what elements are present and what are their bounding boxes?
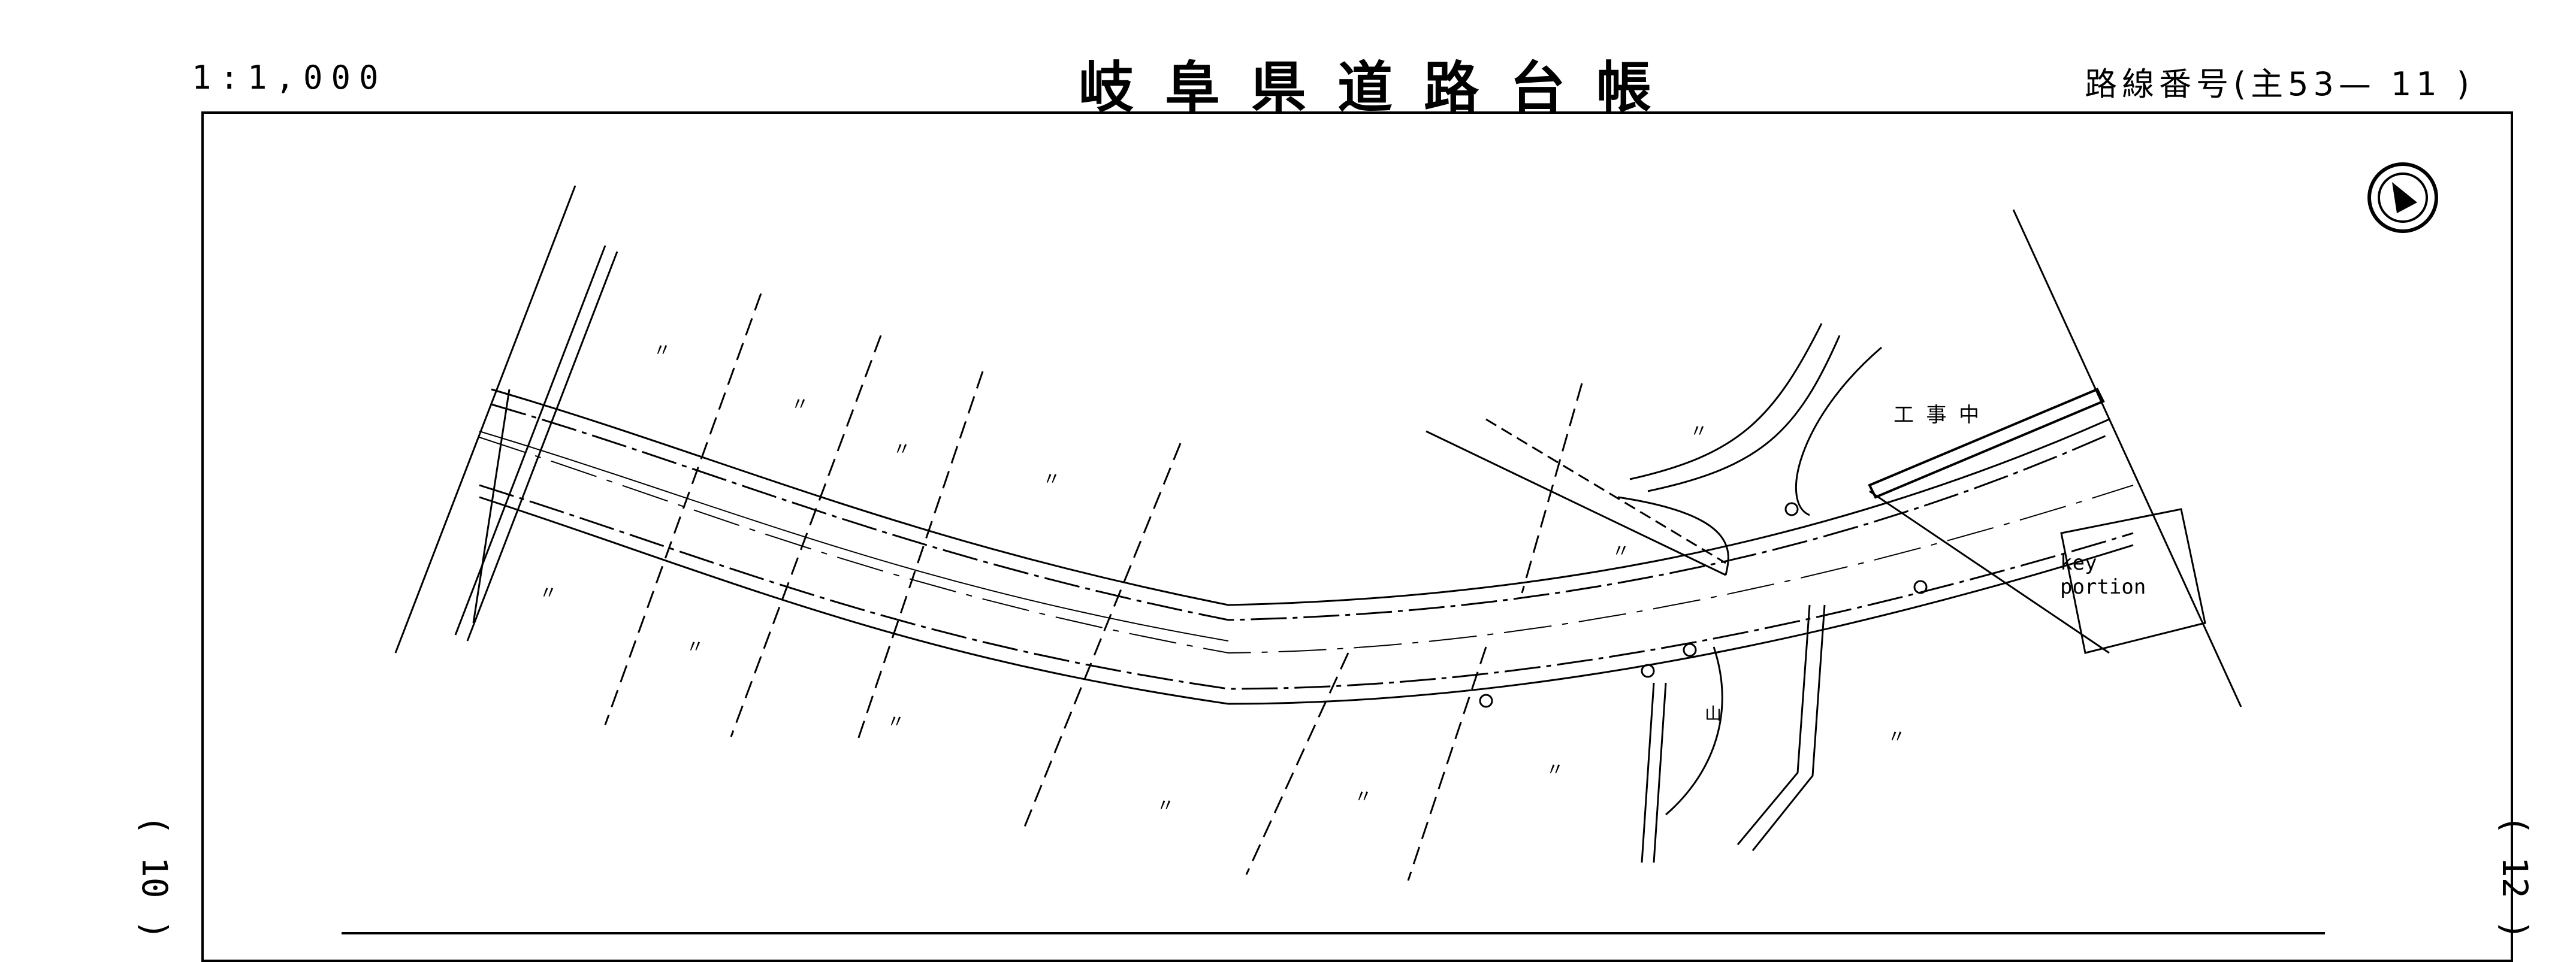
land-mark: 〃 [1690,421,1708,442]
land-mark: 〃 [1354,786,1372,807]
road-map [342,162,2438,934]
side-road-curve [1795,346,1882,516]
side-road [1426,430,1726,576]
side-road-building [1647,335,1841,492]
land-mark: 〃 [1888,727,1905,748]
land-mark: 〃 [1546,760,1564,781]
side-road-curve [1617,496,1729,576]
construction-zone [1868,388,2105,499]
property-line [1521,383,1583,594]
utility-pole-icon [1479,694,1493,708]
key-portion-box [2060,508,2206,654]
page-title: 岐阜県道路台帳 [1079,56,1683,120]
property-line [1023,443,1182,827]
land-mark: 〃 [893,439,911,460]
land-mark: 〃 [1156,795,1174,816]
left-road-edge-1 [454,245,606,636]
land-mark: 〃 [791,394,809,415]
utility-pole-icon [1913,580,1928,594]
property-line [1407,646,1487,881]
property-line [856,371,984,743]
road-south-edge [479,496,2134,705]
mountain-mark: 山 [1705,704,1722,724]
south-branch [1737,604,1811,845]
road-north-edge [491,388,2110,606]
side-road [1485,418,1726,564]
utility-pole-icon [1784,502,1799,516]
key-portion-label: key portion [2060,551,2168,599]
left-road-edge-3 [472,389,511,624]
property-line [604,293,762,725]
property-line [730,335,882,737]
land-mark: 〃 [653,340,671,361]
left-boundary-line [394,185,576,654]
map-scale: 1:1,000 [192,59,387,96]
south-branch [1751,604,1826,851]
road-centerline [479,437,2134,654]
construction-label: 工 事 中 [1894,403,1979,427]
right-boundary-line [1869,490,2110,654]
road-south-curb [479,484,2134,690]
land-mark: 〃 [1612,541,1630,562]
key-portion-line1: key [2060,551,2097,575]
south-branch-left [1641,682,1655,863]
key-portion-line2: portion [2060,575,2146,599]
side-road-building [1629,323,1823,480]
road-south-outer [479,431,1229,642]
right-boundary-line [2012,209,2242,707]
land-mark: 〃 [887,712,905,733]
land-mark: 〃 [686,637,704,658]
north-arrow-icon [2367,162,2438,233]
land-mark: 〃 [539,583,557,604]
land-mark: 〃 [1043,469,1061,490]
south-branch-left [1653,682,1667,863]
road-north-curb [491,403,2110,621]
utility-pole-icon [1683,643,1697,657]
left-road-edge-2 [466,251,618,642]
route-number: 路線番号(主53— 11 ) [2085,65,2474,103]
property-line [1245,652,1349,875]
hill-contour [1665,646,1723,816]
utility-pole-icon [1641,664,1655,678]
